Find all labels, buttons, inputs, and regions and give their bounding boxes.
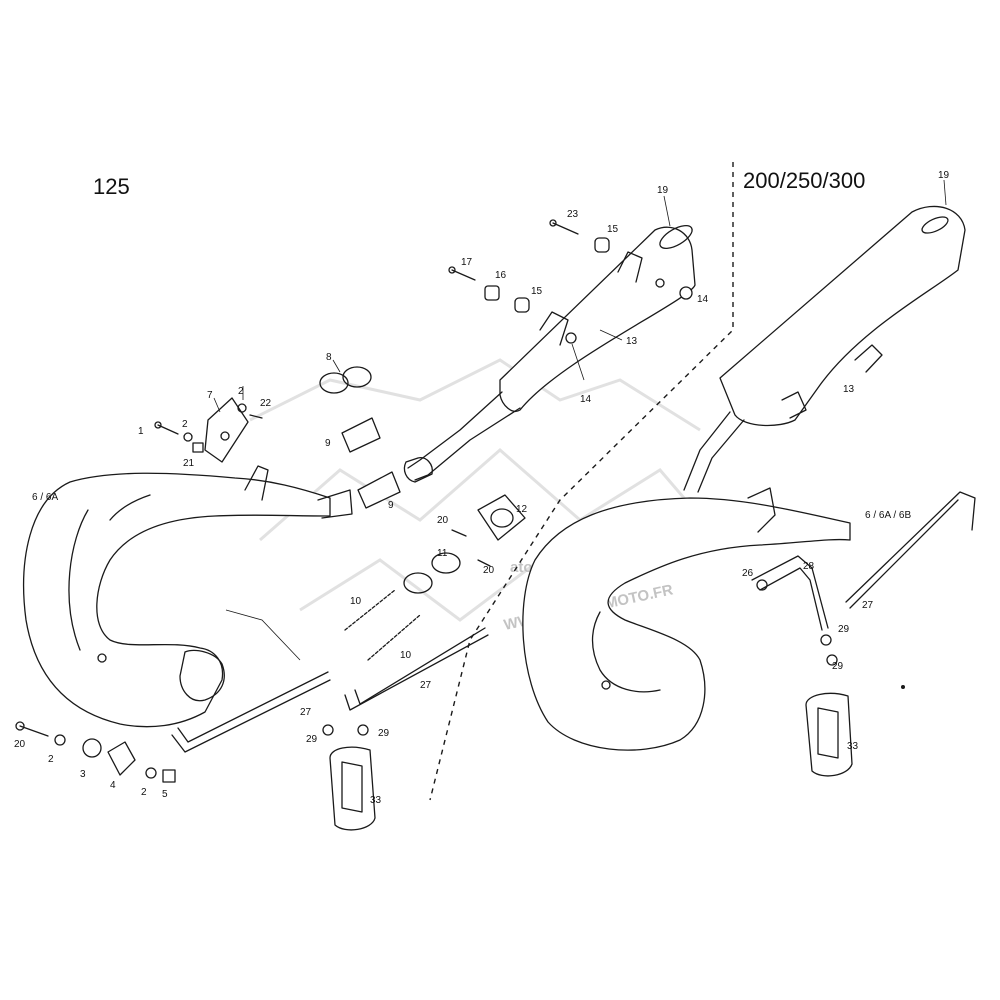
callout-8: 8: [326, 352, 332, 363]
callout-19: 19: [657, 185, 669, 196]
callout-27: 27: [300, 707, 312, 718]
callout-numbers: 1 2 2 2 3 4 5 2 6 / 6A 6 / 6A / 6B 7 8 9…: [14, 170, 950, 806]
callout-27: 27: [420, 680, 432, 691]
callout-14: 14: [697, 294, 709, 305]
callout-33: 33: [370, 795, 382, 806]
model-heading-200-250-300: 200/250/300: [743, 168, 865, 193]
hardware-125: [15, 219, 693, 831]
callout-29: 29: [378, 728, 390, 739]
callout-23: 23: [567, 209, 579, 220]
callout-15: 15: [531, 286, 543, 297]
callout-10: 10: [350, 596, 362, 607]
callout-16: 16: [495, 270, 507, 281]
leader-lines: [213, 179, 947, 661]
callout-17: 17: [461, 257, 473, 268]
callout-6-6a-6b: 6 / 6A / 6B: [865, 510, 911, 521]
callout-5: 5: [162, 789, 168, 800]
callout-3: 3: [80, 769, 86, 780]
callout-7: 7: [207, 390, 213, 401]
callout-26: 26: [742, 568, 754, 579]
callout-2: 2: [182, 419, 188, 430]
callout-29: 29: [838, 624, 850, 635]
callout-28: 28: [803, 561, 815, 572]
callout-15: 15: [607, 224, 619, 235]
callout-20: 20: [437, 515, 449, 526]
silencer-200-300: [683, 205, 966, 493]
callout-29: 29: [832, 661, 844, 672]
callout-27: 27: [862, 600, 874, 611]
callout-4: 4: [110, 780, 116, 791]
callout-13: 13: [843, 384, 855, 395]
callout-9: 9: [388, 500, 394, 511]
silencer-125: [403, 224, 696, 483]
hardware-200-300: [751, 491, 976, 777]
callout-6-6a: 6 / 6A: [32, 492, 58, 503]
callout-12: 12: [516, 504, 528, 515]
section-divider: [429, 162, 734, 801]
callout-1: 1: [138, 426, 144, 437]
callout-20: 20: [483, 565, 495, 576]
callout-29: 29: [306, 734, 318, 745]
callout-2: 2: [141, 787, 147, 798]
callout-9: 9: [325, 438, 331, 449]
callout-19: 19: [938, 170, 950, 181]
callout-13: 13: [626, 336, 638, 347]
callout-14: 14: [580, 394, 592, 405]
callout-10: 10: [400, 650, 412, 661]
callout-2: 2: [238, 386, 244, 397]
model-heading-125: 125: [93, 174, 130, 199]
callout-11: 11: [437, 548, 448, 559]
callout-22: 22: [260, 398, 272, 409]
expansion-chamber-125: [23, 465, 353, 728]
callout-21: 21: [183, 458, 195, 469]
callout-2: 2: [48, 754, 54, 765]
expansion-chamber-200-300: [522, 487, 851, 751]
callout-33: 33: [847, 741, 859, 752]
callout-20: 20: [14, 739, 26, 750]
